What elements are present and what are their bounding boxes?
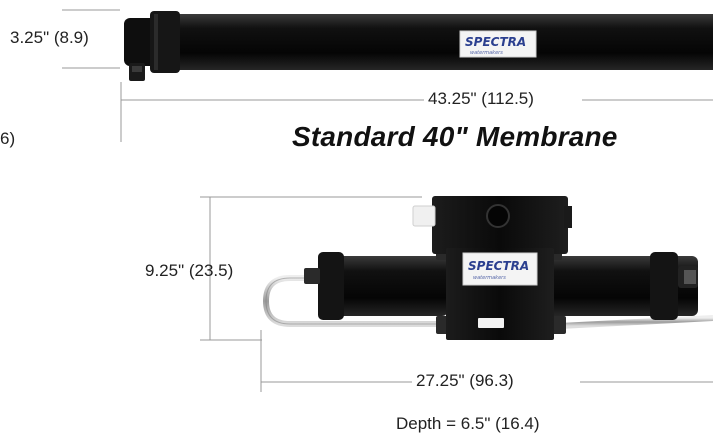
white-sight-port [478, 318, 504, 328]
membrane-end-cap [124, 18, 158, 66]
spectra-logo-bottom: SPECTRA watermakers [462, 252, 538, 286]
compact-height-label: 9.25" (23.5) [145, 261, 234, 280]
compact-unit: SPECTRA watermakers [200, 196, 713, 392]
standard-diameter-label: 3.25" (8.9) [10, 28, 89, 47]
stainless-tube-right [559, 315, 713, 329]
compact-length-label: 27.25" (96.3) [416, 371, 514, 390]
svg-text:SPECTRA: SPECTRA [468, 259, 529, 273]
svg-text:watermakers: watermakers [473, 275, 506, 281]
spectra-logo-top: SPECTRA watermakers [459, 30, 537, 58]
svg-text:SPECTRA: SPECTRA [465, 35, 526, 49]
membrane-housing [152, 14, 713, 70]
white-plug [412, 205, 436, 227]
standard-partial-label: 6) [0, 129, 16, 148]
svg-text:watermakers: watermakers [470, 50, 503, 56]
standard-length-label: 43.25" (112.5) [428, 89, 534, 108]
pump-head-bolt [486, 204, 510, 228]
left-vessel [318, 256, 448, 316]
compact-depth-label: Depth = 6.5" (16.4) [396, 414, 540, 433]
standard-membrane: SPECTRA watermakers [62, 9, 713, 142]
standard-membrane-title: Standard 40" Membrane [292, 121, 618, 152]
